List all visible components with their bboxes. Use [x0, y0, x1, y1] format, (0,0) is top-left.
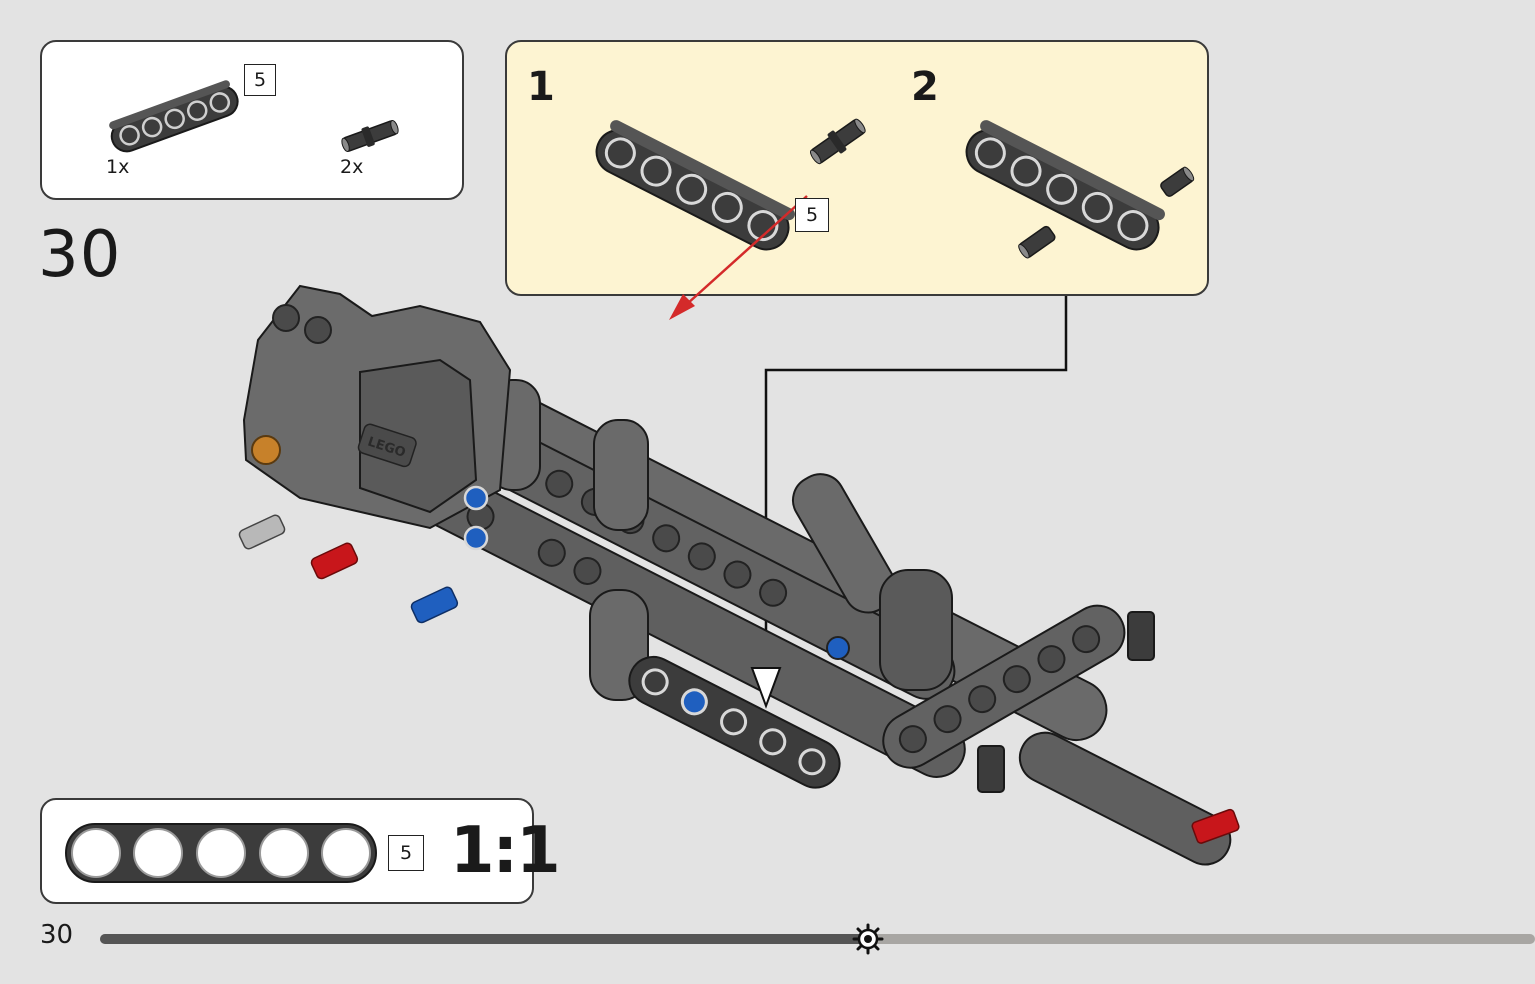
- beam-quantity: 1x: [106, 156, 130, 178]
- sub-step-2-illustration: [965, 120, 1195, 259]
- beam-part-image: [109, 80, 239, 153]
- parts-list-panel: 5 1x 2x: [40, 40, 464, 200]
- sub-step-2-number: 2: [911, 64, 939, 110]
- scale-ratio: 1:1: [450, 814, 561, 888]
- sub-step-1-length-indicator: 5: [795, 198, 829, 232]
- beam-scale-drawing: [65, 823, 377, 883]
- pin-part-image: [341, 119, 399, 153]
- progress-gear-icon: [852, 923, 884, 955]
- sub-step-1-illustration: [595, 118, 866, 320]
- pin-part: [809, 118, 866, 165]
- step-number: 30: [38, 218, 122, 292]
- direction-arrow-icon: [669, 294, 695, 320]
- beam-length-indicator: 5: [244, 64, 276, 96]
- beam-scale-guide: 5 1:1: [40, 798, 561, 904]
- lego-logo: LEGO: [357, 423, 417, 468]
- placement-arrow-icon: [750, 667, 782, 709]
- scale-length-indicator: 5: [388, 835, 424, 871]
- inserted-beam: [628, 655, 841, 789]
- progress-fill: [100, 934, 868, 944]
- pin-quantity: 2x: [340, 156, 364, 178]
- sub-step-1-number: 1: [527, 64, 555, 110]
- sub-assembly-callout: 1 2 5: [505, 40, 1209, 320]
- page-number: 30: [40, 920, 74, 950]
- progress-bar: [100, 923, 1535, 955]
